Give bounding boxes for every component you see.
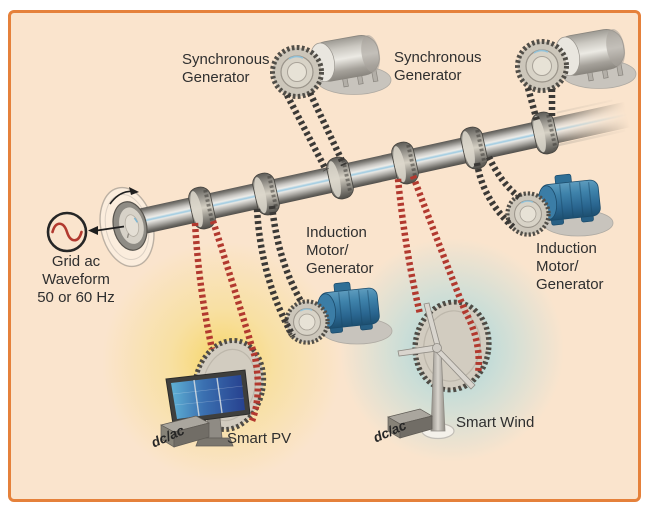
belt-sync-left-a xyxy=(284,93,329,172)
label-smart-wind: Smart Wind xyxy=(456,414,535,431)
belt-pv-b xyxy=(209,220,262,423)
shaft-pulley-sync-right xyxy=(527,108,563,158)
label-line: Induction xyxy=(306,224,367,241)
induction-motor-right xyxy=(507,171,613,236)
belt-sync-left-b xyxy=(307,91,347,167)
label-line: Motor/ xyxy=(306,242,349,259)
waveform-arrow xyxy=(88,225,125,235)
synchronous-generator-right xyxy=(518,27,637,91)
rotation-arrow xyxy=(109,187,139,205)
label-line: Induction xyxy=(536,240,597,257)
shaft-pulley-sync-left xyxy=(322,153,358,203)
ac-belts xyxy=(253,87,556,338)
label-line: Grid ac xyxy=(51,253,101,270)
belt-wind-a xyxy=(394,178,424,315)
belt-induction-right-b xyxy=(486,155,523,201)
label-line: Synchronous xyxy=(394,49,482,66)
pv-post-foot xyxy=(195,437,234,447)
label-smart-pv: Smart PV xyxy=(227,430,292,447)
belt-induction-left-a xyxy=(253,208,296,338)
dc-belts xyxy=(191,174,482,423)
label-line: 50 or 60 Hz xyxy=(37,289,115,306)
label-line: Motor/ xyxy=(536,258,579,275)
shaft-end-cap xyxy=(112,201,148,251)
label-line: Generator xyxy=(306,260,374,277)
pv-inverter-box xyxy=(160,415,210,448)
belt-wind-b xyxy=(409,174,482,375)
label-line: Synchronous xyxy=(182,51,270,68)
belt-induction-right-a xyxy=(473,162,516,230)
smart-wind-assembly xyxy=(387,302,476,440)
label-induction-right: Induction Motor/ Generator xyxy=(536,240,604,294)
grid-shaft xyxy=(117,99,634,239)
turbine-hub xyxy=(432,343,442,353)
label-line: Generator xyxy=(536,276,604,293)
label-sync-generator-right: Synchronous Generator xyxy=(394,49,482,85)
belt-induction-left-b xyxy=(268,205,305,305)
label-sync-generator-left: Synchronous Generator xyxy=(182,51,270,87)
label-line: Generator xyxy=(182,69,250,86)
label-line: Waveform xyxy=(42,271,110,288)
label-line: Generator xyxy=(394,67,462,84)
label-grid-waveform: Grid ac Waveform 50 or 60 Hz xyxy=(24,253,128,307)
grid-waveform-icon xyxy=(46,211,88,253)
belt-pv-a xyxy=(191,222,216,350)
label-induction-left: Induction Motor/ Generator xyxy=(306,224,374,278)
smart-pv-assembly xyxy=(160,369,251,448)
synchronous-generator-left xyxy=(273,33,392,97)
wind-inverter-box xyxy=(387,408,433,439)
solar-panel xyxy=(171,375,245,419)
